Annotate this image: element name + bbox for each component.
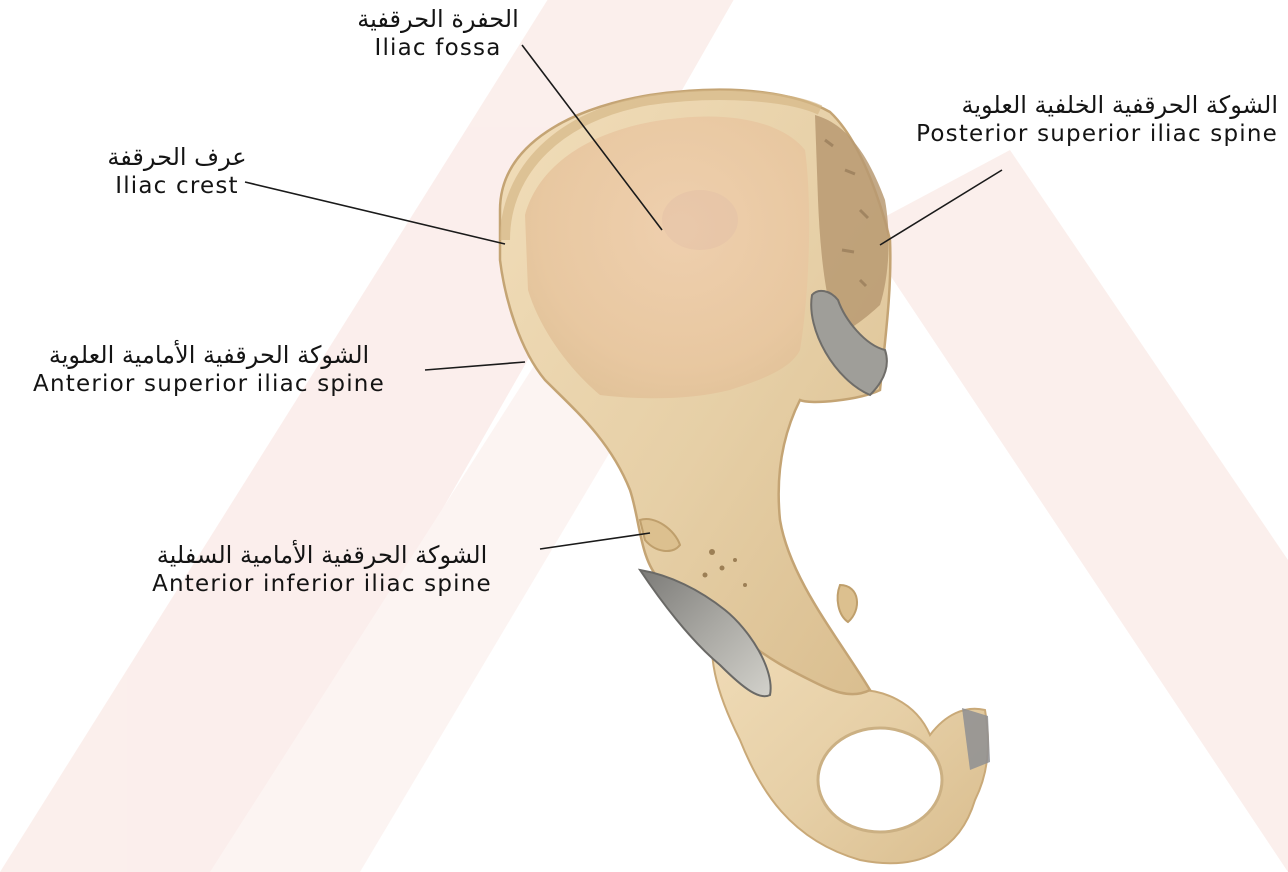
label-anterior-superior-iliac-spine: الشوكة الحرقفية الأمامية العلوية Anterio… bbox=[4, 340, 414, 399]
label-iliac-fossa-ar: الحفرة الحرقفية bbox=[318, 4, 558, 34]
label-iliac-crest-ar: عرف الحرقفة bbox=[62, 142, 292, 172]
label-anterior-inferior-iliac-spine: الشوكة الحرقفية الأمامية السفلية Anterio… bbox=[112, 540, 532, 599]
label-anterior-superior-iliac-spine-en: Anterior superior iliac spine bbox=[4, 370, 414, 399]
label-anterior-superior-iliac-spine-ar: الشوكة الحرقفية الأمامية العلوية bbox=[4, 340, 414, 370]
label-anterior-inferior-iliac-spine-ar: الشوكة الحرقفية الأمامية السفلية bbox=[112, 540, 532, 570]
label-posterior-superior-iliac-spine: الشوكة الحرقفية الخلفية العلوية Posterio… bbox=[868, 90, 1278, 149]
label-iliac-crest: عرف الحرقفة Iliac crest bbox=[62, 142, 292, 201]
label-posterior-superior-iliac-spine-en: Posterior superior iliac spine bbox=[868, 120, 1278, 149]
label-anterior-inferior-iliac-spine-en: Anterior inferior iliac spine bbox=[112, 570, 532, 599]
label-iliac-fossa-en: Iliac fossa bbox=[318, 34, 558, 63]
ilium bbox=[500, 90, 890, 697]
label-iliac-crest-en: Iliac crest bbox=[62, 172, 292, 201]
label-iliac-fossa: الحفرة الحرقفية Iliac fossa bbox=[318, 4, 558, 63]
label-posterior-superior-iliac-spine-ar: الشوكة الحرقفية الخلفية العلوية bbox=[868, 90, 1278, 120]
